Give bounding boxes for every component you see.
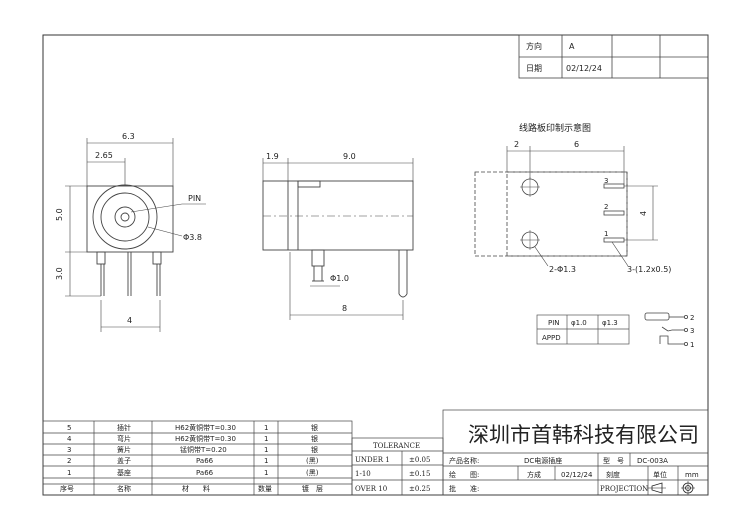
bom-row-no: 2 — [67, 457, 71, 465]
direction-label: 方向 — [526, 41, 542, 51]
tolerance-range: OVER 10 — [355, 485, 387, 493]
pcb-layout — [474, 146, 658, 267]
tolerance-value: ±0.25 — [409, 485, 430, 493]
bom-row-material: 锰铜带T=0.20 — [180, 445, 227, 454]
bom-row-qty: 1 — [264, 469, 268, 477]
date-label: 日期 — [526, 64, 542, 73]
dim-side-front: 1.9 — [266, 152, 279, 161]
pin-table-header-1-0: φ1.0 — [571, 319, 587, 327]
pcb-dim-height: 4 — [639, 211, 648, 216]
bom-row-name: 弯片 — [117, 434, 131, 443]
bom-row-qty: 1 — [264, 424, 268, 432]
dim-front-offset: 2.65 — [95, 151, 113, 160]
dim-side-pin-offset: 8 — [342, 304, 347, 313]
schematic-pin-2: 2 — [690, 314, 694, 322]
bom-row-qty: 1 — [264, 435, 268, 443]
pcb-layout-title: 线路板印制示意图 — [519, 122, 591, 134]
pcb-slot-note: 3-(1.2x0.5) — [627, 265, 671, 274]
title-block — [442, 409, 709, 496]
unit-value: mm — [685, 471, 699, 479]
front-view — [65, 138, 206, 332]
pin-table-row-label: APPD — [542, 334, 561, 342]
bom-row-name: 基座 — [117, 468, 131, 477]
tolerance-block — [351, 437, 444, 496]
pcb-dim-left: 2 — [514, 140, 519, 149]
bom-row-finish: 银 — [311, 445, 318, 454]
pin-table-header-pin: PIN — [548, 319, 560, 327]
dim-front-height: 5.0 — [55, 208, 64, 221]
schematic-pin-3: 3 — [690, 327, 694, 335]
bom-header-material: 材 料 — [182, 484, 210, 493]
bom-row-finish: 银 — [311, 434, 318, 443]
dim-pin-length: 3.0 — [55, 267, 64, 280]
approved-label: 批 准: — [449, 484, 479, 493]
schematic-pin-1: 1 — [690, 341, 694, 349]
pin-table — [536, 314, 630, 345]
bom-row-material: H62黄铜带T=0.30 — [175, 434, 236, 443]
scale-label: 刻度 — [606, 470, 620, 479]
bom-table — [42, 420, 353, 496]
bom-row-no: 4 — [67, 435, 72, 443]
bom-row-material: Pa66 — [196, 469, 214, 477]
drawn-label: 绘 图: — [449, 470, 479, 479]
tolerance-title: TOLERANCE — [373, 442, 420, 450]
bom-header-name: 名称 — [117, 484, 131, 493]
dim-side-pin: Φ1.0 — [330, 274, 349, 283]
schematic-symbol — [644, 312, 689, 346]
bom-header-no: 序号 — [60, 484, 74, 493]
bom-row-name: 盖子 — [117, 456, 131, 465]
pcb-pad-number-2: 2 — [604, 203, 608, 211]
bom-row-name: 插针 — [117, 423, 131, 432]
bom-row-no: 1 — [67, 469, 71, 477]
side-view — [262, 158, 414, 320]
bom-row-finish: (黑) — [306, 469, 319, 477]
bom-row-material: H62黄铜带T=0.30 — [175, 423, 236, 432]
bom-row-finish: 银 — [311, 423, 318, 432]
dim-front-width: 6.3 — [122, 132, 135, 141]
pcb-pad-number-3: 3 — [604, 177, 608, 185]
tolerance-value: ±0.05 — [409, 456, 430, 464]
bom-row-no: 5 — [67, 424, 71, 432]
bom-row-no: 3 — [67, 446, 71, 454]
dim-pin-spacing: 4 — [127, 316, 132, 325]
revision-block — [518, 34, 709, 79]
bom-row-material: Pa66 — [196, 457, 214, 465]
direction-value: A — [569, 42, 575, 51]
dim-bore: Φ3.8 — [183, 233, 202, 242]
projection-symbol-icon — [648, 481, 695, 495]
pcb-dim-spacing: 6 — [574, 140, 579, 149]
product-name: DC电源插座 — [524, 456, 562, 465]
bom-rows: 5 插针 H62黄铜带T=0.30 1 银 4 弯片 H62黄铜带T=0.30 … — [60, 423, 323, 493]
unit-label: 单位 — [653, 470, 667, 479]
pin-label: PIN — [188, 194, 201, 203]
model-label: 型 号 — [603, 456, 624, 465]
bom-header-finish: 镀 层 — [302, 484, 323, 493]
pcb-pad-number-1: 1 — [604, 230, 608, 238]
date-value: 02/12/24 — [566, 64, 602, 73]
company-name: 深圳市首韩科技有限公司 — [468, 423, 699, 447]
tolerance-value: ±0.15 — [409, 470, 430, 478]
projection-label: PROJECTION — [600, 485, 648, 493]
model-value: DC-003A — [637, 457, 668, 465]
pcb-hole-note: 2-Φ1.3 — [549, 265, 576, 274]
product-name-label: 产品名称: — [449, 456, 479, 465]
bom-row-qty: 1 — [264, 457, 268, 465]
drawn-date: 02/12/24 — [561, 471, 593, 479]
drawn-by: 方成 — [527, 470, 541, 479]
bom-row-finish: (黑) — [306, 457, 319, 465]
tolerance-range: UNDER 1 — [355, 456, 390, 464]
bom-row-name: 簧片 — [117, 445, 131, 454]
dim-side-body: 9.0 — [343, 152, 356, 161]
bom-header-qty: 数量 — [258, 484, 272, 493]
bom-row-qty: 1 — [264, 446, 268, 454]
tolerance-range: 1-10 — [355, 470, 371, 478]
pin-table-header-1-3: φ1.3 — [602, 319, 618, 327]
